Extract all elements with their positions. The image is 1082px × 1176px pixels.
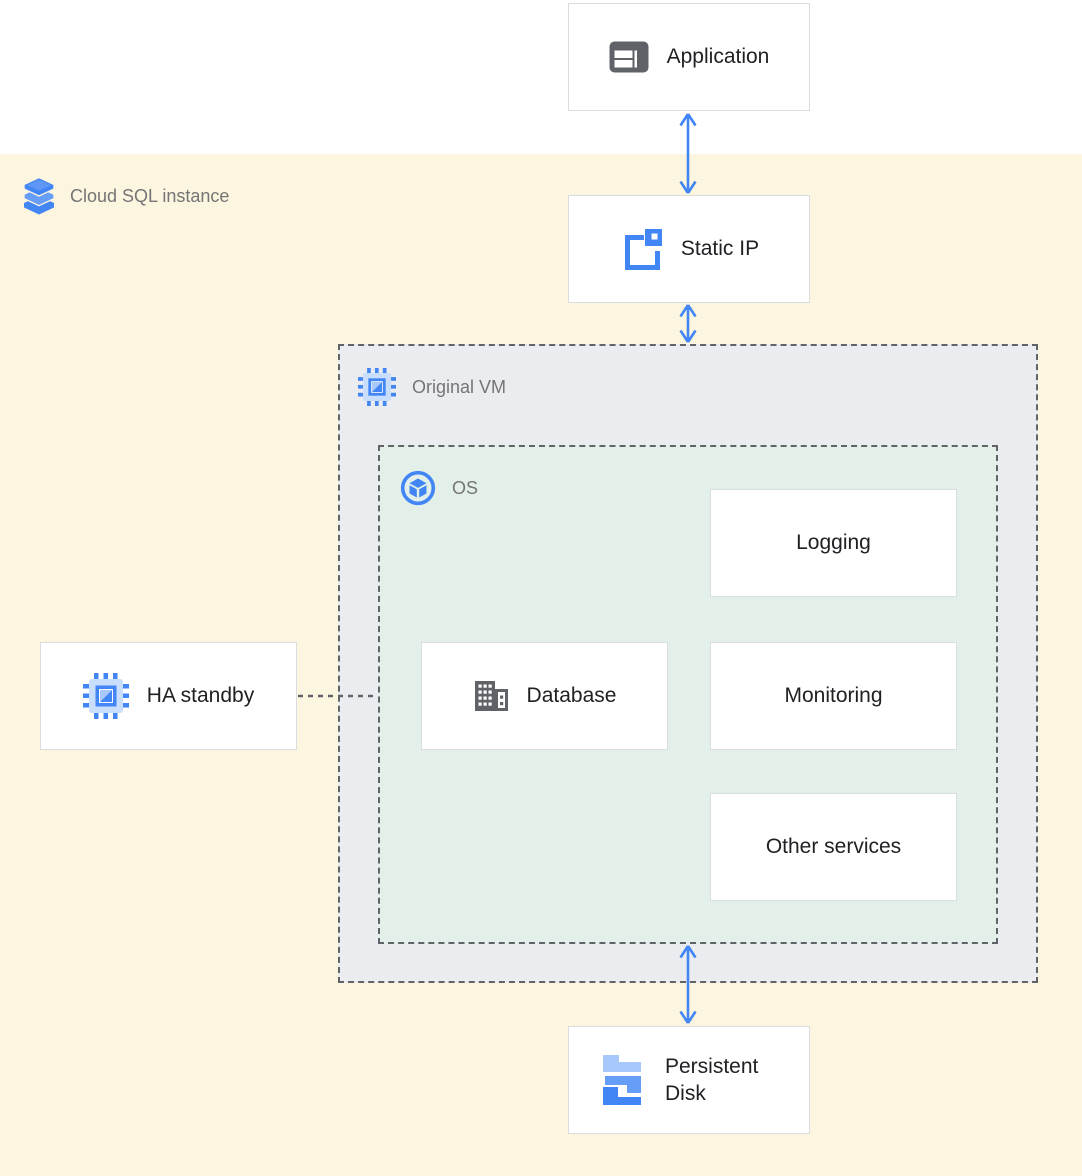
ha-standby-node: HA standby xyxy=(40,642,297,750)
persistent-disk-node: Persistent Disk xyxy=(568,1026,810,1134)
os-cube-icon xyxy=(400,470,436,506)
original-vm-zone-label: Original VM xyxy=(358,366,506,408)
database-node-label: Database xyxy=(526,684,617,707)
persistent-disk-icon xyxy=(603,1055,643,1105)
static-ip-node-label: Static IP xyxy=(680,237,760,260)
compute-engine-icon xyxy=(358,368,396,406)
logging-node-label: Logging xyxy=(796,531,871,554)
database-node: Database xyxy=(421,642,668,750)
cloud-sql-zone-label: Cloud SQL instance xyxy=(24,172,229,220)
static-ip-node: Static IP xyxy=(568,195,810,303)
other-services-node-label: Other services xyxy=(765,835,902,858)
database-building-icon xyxy=(473,681,509,711)
os-zone-label-text: OS xyxy=(452,477,479,498)
compute-engine-icon xyxy=(82,673,129,719)
application-window-icon xyxy=(609,41,649,73)
other-services-node: Other services xyxy=(710,793,957,901)
logging-node: Logging xyxy=(710,489,957,597)
cloud-sql-zone-label-text: Cloud SQL instance xyxy=(70,185,230,206)
application-node: Application xyxy=(568,3,810,111)
monitoring-node: Monitoring xyxy=(710,642,957,750)
static-ip-icon xyxy=(619,227,663,271)
ha-standby-node-label: HA standby xyxy=(146,684,255,707)
original-vm-zone-label-text: Original VM xyxy=(412,376,507,397)
persistent-disk-node-label: Persistent Disk xyxy=(665,1054,759,1105)
os-zone-label: OS xyxy=(400,468,478,508)
monitoring-node-label: Monitoring xyxy=(784,684,883,707)
application-node-label: Application xyxy=(666,45,770,68)
cloud-sql-layers-icon xyxy=(24,177,54,215)
